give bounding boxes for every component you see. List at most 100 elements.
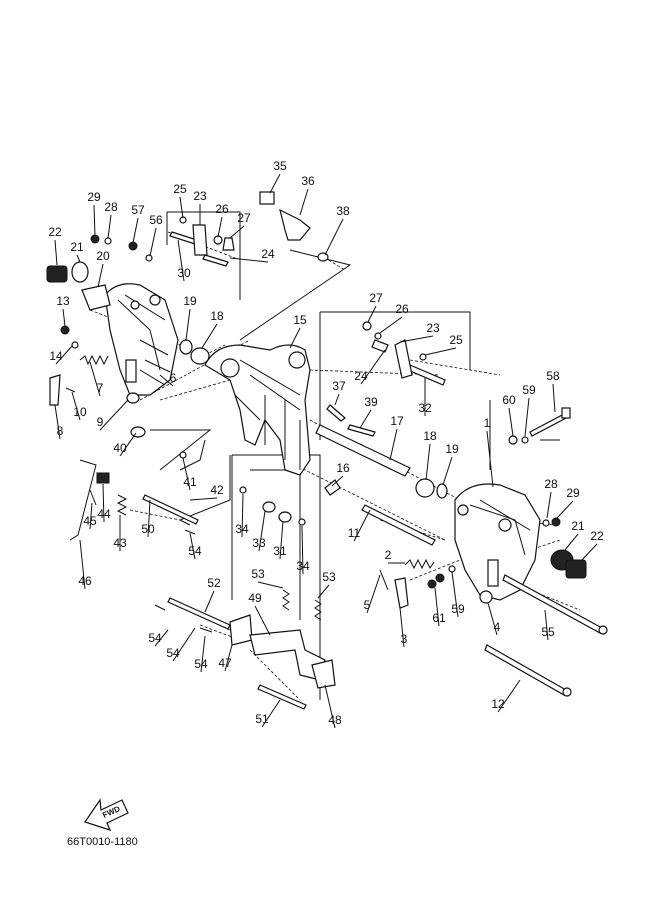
callout-leader [132, 217, 139, 244]
callout-leader [434, 587, 440, 627]
part-number-label: 54 [166, 646, 180, 660]
callout-25: 25 [173, 182, 187, 219]
callout-leader [254, 605, 271, 636]
callout-17: 17 [389, 414, 404, 461]
callout-14: 14 [49, 345, 73, 365]
callout-47: 47 [218, 644, 233, 672]
callout-26: 26 [379, 302, 409, 334]
callout-leader [204, 590, 215, 613]
part-number-label: 48 [328, 713, 342, 727]
part-number-label: 53 [322, 570, 336, 584]
callout-leader [487, 602, 498, 636]
callout-12: 12 [491, 679, 521, 713]
callout-leader [324, 218, 344, 256]
callout-leader [564, 533, 579, 551]
part-number-label: 58 [546, 369, 560, 383]
callout-52: 52 [204, 576, 221, 613]
part-number-label: 43 [113, 536, 127, 550]
part-number-label: 40 [113, 441, 127, 455]
callout-leader [79, 539, 86, 590]
callout-43: 43 [113, 515, 127, 551]
callout-leader [486, 430, 494, 488]
callout-1: 1 [484, 416, 494, 488]
callout-24: 24 [354, 349, 386, 385]
callout-49: 49 [248, 591, 271, 636]
fwd-arrow-icon: FWD [84, 798, 129, 831]
callout-leader [185, 308, 191, 341]
part-number-label: 14 [49, 349, 63, 363]
callout-leader [224, 644, 233, 672]
callout-29: 29 [87, 190, 101, 237]
part-number-label: 22 [590, 529, 604, 543]
callout-leader [147, 499, 151, 538]
part-number-label: 27 [237, 211, 251, 225]
callout-leader [182, 457, 191, 491]
callout-41: 41 [182, 457, 197, 491]
part-number-label: 23 [426, 321, 440, 335]
callout-16: 16 [331, 461, 350, 487]
part-number-label: 57 [131, 203, 145, 217]
callout-22: 22 [48, 225, 62, 266]
part-number-label: 1 [484, 416, 491, 430]
part-number-label: 13 [56, 294, 70, 308]
callout-13: 13 [56, 294, 70, 327]
part-number-label: 26 [395, 302, 409, 316]
callout-61: 61 [432, 587, 446, 627]
callout-18: 18 [423, 429, 437, 481]
callout-leader [257, 581, 284, 589]
callout-38: 38 [324, 204, 350, 256]
callout-25: 25 [424, 333, 463, 356]
callout-32: 32 [418, 378, 432, 416]
part-number-label: 6 [170, 371, 177, 385]
callout-29: 29 [556, 486, 580, 519]
callout-leader [89, 502, 93, 530]
callout-11: 11 [348, 509, 371, 542]
callout-leader [360, 349, 386, 385]
callout-54: 54 [166, 627, 196, 662]
part-number-label: 9 [97, 415, 104, 429]
part-number-label: 28 [544, 477, 558, 491]
callout-27: 27 [229, 211, 251, 239]
part-number-label: 7 [97, 381, 104, 395]
part-number-label: 21 [571, 519, 585, 533]
callout-leader [552, 383, 556, 413]
callout-leader [107, 214, 112, 239]
callout-34: 34 [296, 525, 310, 575]
part-number-label: 21 [70, 240, 84, 254]
callout-23: 23 [193, 189, 207, 225]
callout-leader [269, 173, 281, 194]
callout-leader [177, 239, 185, 282]
callout-leader [331, 475, 344, 487]
callout-58: 58 [546, 369, 560, 413]
callout-28: 28 [104, 200, 118, 239]
callout-leader [367, 305, 377, 323]
callout-leader [366, 574, 381, 614]
callout-leader [524, 397, 530, 437]
callout-60: 60 [502, 393, 516, 437]
part-number-label: 50 [141, 522, 155, 536]
callout-leader [102, 483, 105, 523]
callout-leader [229, 257, 269, 263]
part-number-label: 24 [261, 247, 275, 261]
callout-leader [442, 456, 453, 486]
callout-53: 53 [251, 567, 284, 589]
part-number-label: 4 [494, 620, 501, 634]
part-number-label: 29 [87, 190, 101, 204]
callout-34: 34 [235, 493, 249, 538]
part-number-label: 41 [183, 475, 197, 489]
callout-40: 40 [113, 432, 137, 457]
callout-leader [324, 684, 336, 729]
part-number-label: 42 [210, 483, 224, 497]
callout-leader [149, 227, 157, 257]
callout-leader [424, 347, 457, 356]
callout-leader [508, 407, 514, 437]
callout-leader [261, 699, 281, 728]
callout-56: 56 [149, 213, 163, 257]
callout-leader [154, 629, 169, 647]
callout-31: 31 [273, 520, 287, 560]
part-number-label: 45 [83, 514, 97, 528]
callout-5: 5 [364, 574, 381, 614]
callout-35: 35 [269, 159, 287, 194]
part-number-label: 5 [364, 598, 371, 612]
part-number-label: 27 [369, 291, 383, 305]
